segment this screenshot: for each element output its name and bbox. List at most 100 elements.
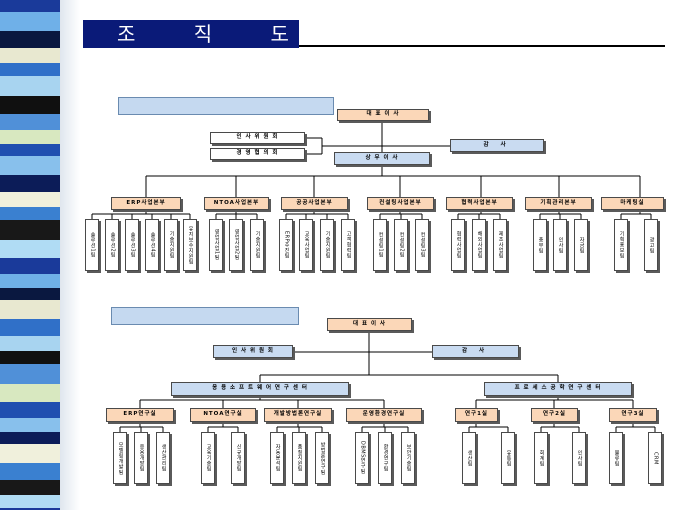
decorative-stripe — [0, 0, 78, 510]
stripe-band — [0, 351, 62, 364]
stripe-band — [0, 480, 62, 495]
team-box: 컨설팅3팀 — [415, 219, 429, 271]
team-box: 컨설팅1팀 — [373, 219, 387, 271]
stripe-band — [0, 130, 62, 144]
team-box: 회계팀 — [534, 432, 548, 484]
stripe-band — [0, 336, 62, 351]
team-box: 광고팀 — [644, 219, 658, 271]
stripe-band — [0, 144, 62, 156]
division-box-planning: 기획관리본부 — [525, 197, 592, 210]
team-box: 환경연구팀 — [378, 432, 392, 484]
lab-box-methodology: 개발방법론연구실 — [264, 408, 332, 422]
stripe-band — [0, 207, 62, 220]
team-box: 총무팀 — [533, 219, 547, 271]
page-title: 조 직 도 — [83, 20, 299, 48]
auditor-box-lab: 감 사 — [432, 345, 519, 358]
team-box: 솔루션1팀 — [85, 219, 99, 271]
stripe-band — [0, 463, 62, 480]
team-box: 영업사업2팀 — [229, 219, 243, 271]
stripe-band — [0, 12, 62, 31]
lab-box-research-2: 연구2실 — [531, 408, 578, 422]
team-box: 물류팀 — [609, 432, 623, 484]
stripe-band — [0, 384, 62, 402]
division-box-partnership: 협력사업본부 — [446, 197, 513, 210]
stripe-band — [0, 432, 62, 444]
title-underline — [299, 45, 665, 47]
division-box-public: 공공사업본부 — [281, 197, 348, 210]
stripe-band — [0, 300, 62, 319]
team-box: 응용개발팀 — [134, 432, 148, 484]
team-box: 컨설팅2팀 — [394, 219, 408, 271]
stripe-band — [0, 192, 62, 207]
stripe-band — [0, 76, 62, 96]
team-box: 솔루션2팀 — [105, 219, 119, 271]
lab-box-ntoa: NTOA연구실 — [190, 408, 256, 422]
center-box-process-engineering: 프 로 세 스 공 학 연 구 센 터 — [484, 382, 632, 396]
team-box: ERP추진팀 — [279, 219, 293, 271]
team-box: 유통팀 — [501, 432, 515, 484]
stripe-band — [0, 274, 62, 288]
team-box: 교육기술팀 — [201, 432, 215, 484]
stripe-band — [0, 63, 62, 76]
team-box: 모델링개발팀 — [113, 432, 127, 484]
division-box-marketing: 마케팅실 — [601, 197, 664, 210]
executive-director-box: 상 무 이 사 — [334, 152, 430, 165]
team-box: 생산관리팀 — [156, 432, 170, 484]
team-box: 인사팀 — [553, 219, 567, 271]
stripe-fade — [60, 0, 80, 510]
section-label-bar-top — [118, 97, 334, 115]
committee-box-lab: 인 사 위 원 회 — [213, 345, 293, 358]
stripe-band — [0, 156, 62, 175]
team-box: 기술지원팀 — [164, 219, 178, 271]
ceo-box-lab: 대 표 이 사 — [327, 318, 412, 331]
committee-box-hr: 인 사 위 원 회 — [210, 132, 305, 144]
lab-box-research-1: 연구1실 — [455, 408, 498, 422]
stripe-band — [0, 220, 62, 240]
team-box: 방법론연구팀 — [315, 432, 329, 484]
team-box: 기술지원팀 — [320, 219, 334, 271]
stripe-band — [0, 48, 62, 63]
section-label-bar-bottom — [111, 307, 299, 325]
center-box-application-software: 응 용 소 프 트 웨 어 연 구 센 터 — [171, 382, 349, 396]
stripe-band — [0, 0, 62, 12]
stripe-band — [0, 175, 62, 192]
team-box: 신규개발팀 — [231, 432, 245, 484]
team-box: 교육사업팀 — [299, 219, 313, 271]
stripe-band — [0, 319, 62, 336]
team-box: 협력사업팀 — [451, 219, 465, 271]
lab-box-research-3: 연구3실 — [609, 408, 657, 422]
team-box: 보안기술팀 — [401, 432, 415, 484]
team-box: 솔루션4팀 — [145, 219, 159, 271]
team-box: 고객협력팀 — [341, 219, 355, 271]
team-box: 품질지원팀 — [292, 432, 306, 484]
team-box: 인사팀 — [572, 432, 586, 484]
division-box-erp: ERP사업본부 — [111, 197, 181, 210]
ceo-box: 대 표 이 사 — [337, 109, 429, 121]
team-box: 유지보수지원팀 — [183, 219, 197, 271]
team-box: 제조사업팀 — [493, 219, 507, 271]
stripe-band — [0, 288, 62, 300]
team-box: 영업사업1팀 — [209, 219, 223, 271]
team-box: 해외사업팀 — [472, 219, 486, 271]
division-box-ntoa: NTOA사업본부 — [204, 197, 269, 210]
division-box-consulting: 컨설팅사업본부 — [367, 197, 434, 210]
stripe-band — [0, 364, 62, 384]
stripe-band — [0, 418, 62, 432]
team-box: 자동분석팀 — [270, 432, 284, 484]
team-box: 솔루션3팀 — [125, 219, 139, 271]
stripe-band — [0, 495, 62, 508]
team-box: 기술지원팀 — [250, 219, 264, 271]
stripe-band — [0, 31, 62, 48]
team-box: 자금팀 — [574, 219, 588, 271]
stripe-band — [0, 240, 62, 258]
team-box: DBMS연구팀 — [355, 432, 369, 484]
team-box: 기획홍보팀 — [614, 219, 628, 271]
stripe-band — [0, 402, 62, 418]
lab-box-erp: ERP연구실 — [106, 408, 174, 422]
committee-box-management: 경 영 협 의 회 — [210, 148, 305, 160]
stripe-band — [0, 96, 62, 114]
team-box: CRM — [648, 432, 662, 484]
lab-box-operations: 운영환경연구실 — [346, 408, 422, 422]
auditor-box: 감 사 — [450, 139, 544, 152]
